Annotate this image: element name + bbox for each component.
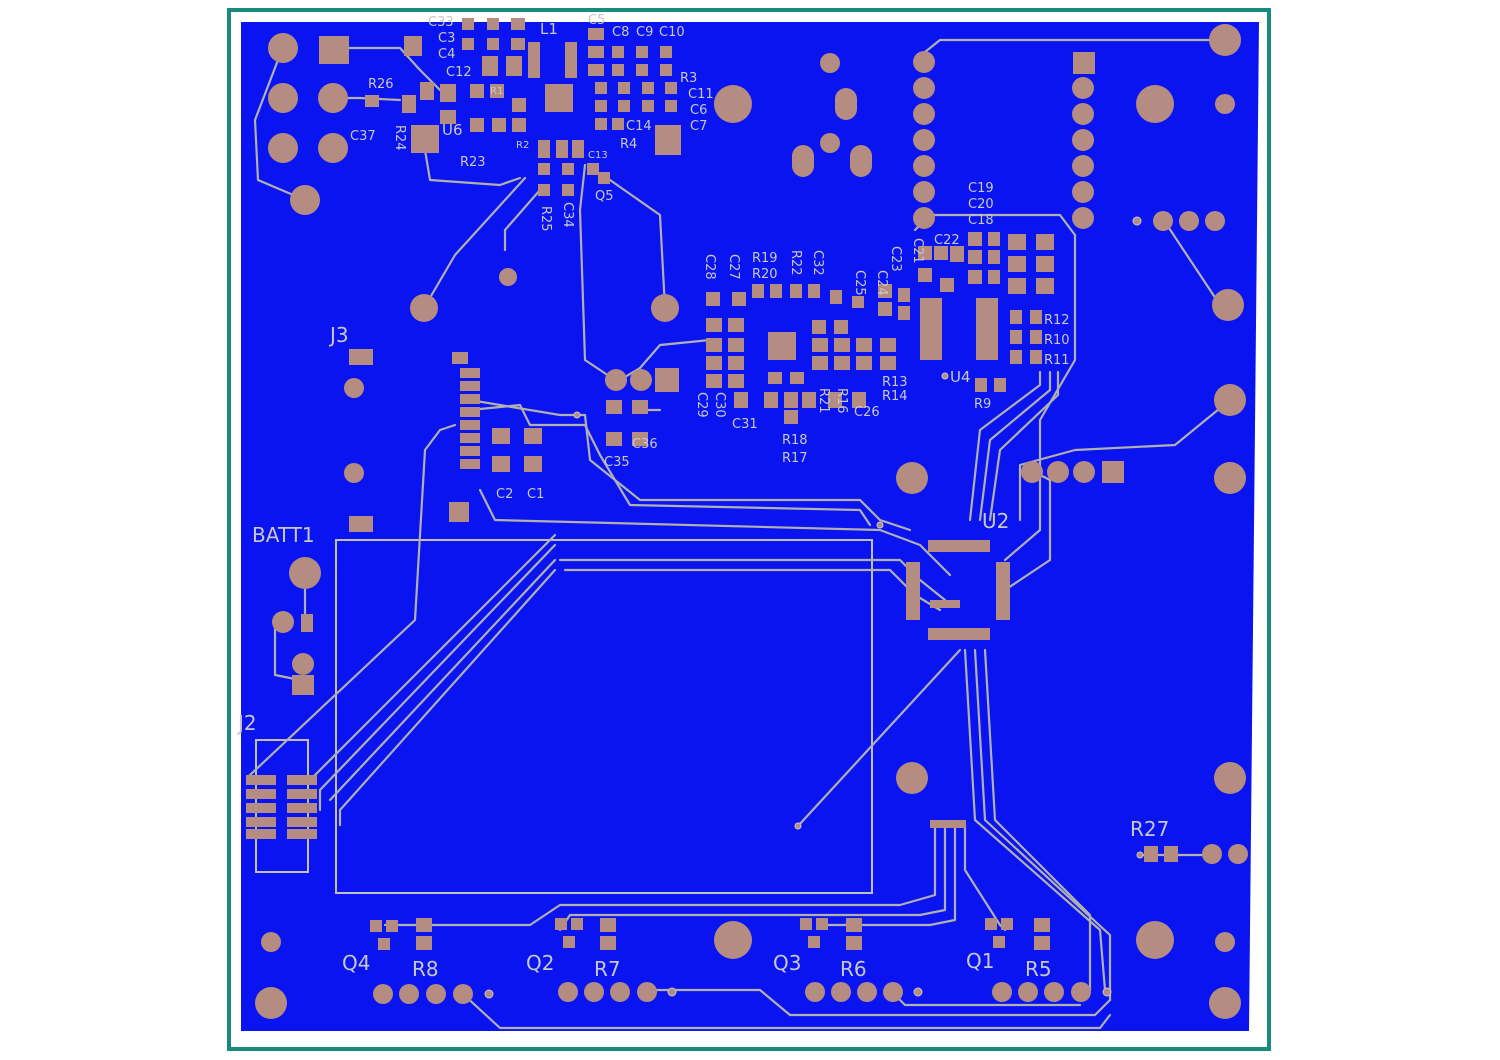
label-c9: C9 [636,25,653,40]
label-r23: R23 [460,155,486,170]
label-u6: U6 [442,121,463,139]
label-c13: C13 [588,150,608,161]
label-c7: C7 [690,119,707,134]
label-c23: C23 [888,246,903,272]
smd-pads-bottom [370,820,1178,950]
label-c6: C6 [690,103,707,118]
label-c14: C14 [626,119,652,134]
label-c24: C24 [874,270,889,296]
label-r19: R19 [752,251,778,266]
label-r2: R2 [516,140,529,151]
label-r4: R4 [620,137,637,152]
label-l1: L1 [540,20,558,38]
label-c35: C35 [604,455,630,470]
label-c31: C31 [732,417,758,432]
label-c25: C25 [852,270,867,296]
square-pads [292,36,1124,695]
label-r7: R7 [594,957,621,981]
label-c28: C28 [702,254,717,280]
label-c26: C26 [854,405,880,420]
smd-pads-top [365,18,677,196]
label-j3: J3 [328,323,349,347]
label-c36: C36 [632,437,658,452]
label-r14: R14 [882,389,908,404]
label-c2: C2 [496,487,513,502]
label-r27: R27 [1130,817,1169,841]
label-q3: Q3 [773,951,801,975]
label-u4: U4 [950,368,971,386]
label-u2: U2 [982,509,1009,533]
label-c30: C30 [712,392,727,418]
label-q5: Q5 [595,189,614,204]
smd-pads-mid [492,232,1054,472]
label-c32: C32 [810,250,825,276]
label-r22: R22 [788,250,803,276]
label-j2: J2 [236,711,257,735]
label-r24: R24 [392,125,407,151]
traces [248,38,1232,1030]
label-c3: C3 [438,31,455,46]
label-c10: C10 [659,25,685,40]
label-r16: R16 [834,388,849,414]
label-r26: R26 [368,77,394,92]
label-r3: R3 [680,71,697,86]
label-r13: R13 [882,375,908,390]
label-r12: R12 [1044,313,1070,328]
label-c5: C5 [588,13,605,28]
label-r21: R21 [816,388,831,414]
label-q4: Q4 [342,951,370,975]
u2-pads [906,540,1010,640]
label-c8: C8 [612,25,629,40]
through-hole-pads [255,24,1248,1019]
label-c19: C19 [968,181,994,196]
label-q2: Q2 [526,951,554,975]
label-r20: R20 [752,267,778,282]
label-r9: R9 [974,397,991,412]
label-r17: R17 [782,451,808,466]
label-c37: C37 [350,129,376,144]
batt1-outline [335,539,873,894]
label-r1: R1 [490,86,503,97]
label-q1: Q1 [966,949,994,973]
label-r10: R10 [1044,333,1070,348]
label-c11: C11 [688,87,714,102]
label-r6: R6 [840,957,867,981]
label-c1: C1 [527,487,544,502]
label-r18: R18 [782,433,808,448]
label-c27: C27 [726,254,741,280]
label-c33: C33 [428,15,454,30]
label-batt1: BATT1 [252,523,315,547]
label-c18: C18 [968,213,994,228]
label-c20: C20 [968,197,994,212]
label-c4: C4 [438,47,455,62]
label-c34: C34 [560,202,575,228]
label-c29: C29 [694,392,709,418]
label-r11: R11 [1044,353,1070,368]
label-r25: R25 [538,206,553,232]
label-c22: C22 [934,233,960,248]
j2-pads [246,775,317,839]
label-r8: R8 [412,957,439,981]
label-r5: R5 [1025,957,1052,981]
silkscreen: J3 BATT1 J2 U2 U4 U6 R27 Q4 R8 Q2 R7 Q3 … [236,13,1169,981]
vias [484,216,1144,999]
j3-connector-pads [452,352,480,469]
label-c12: C12 [446,65,472,80]
label-c21: C21 [910,238,925,264]
